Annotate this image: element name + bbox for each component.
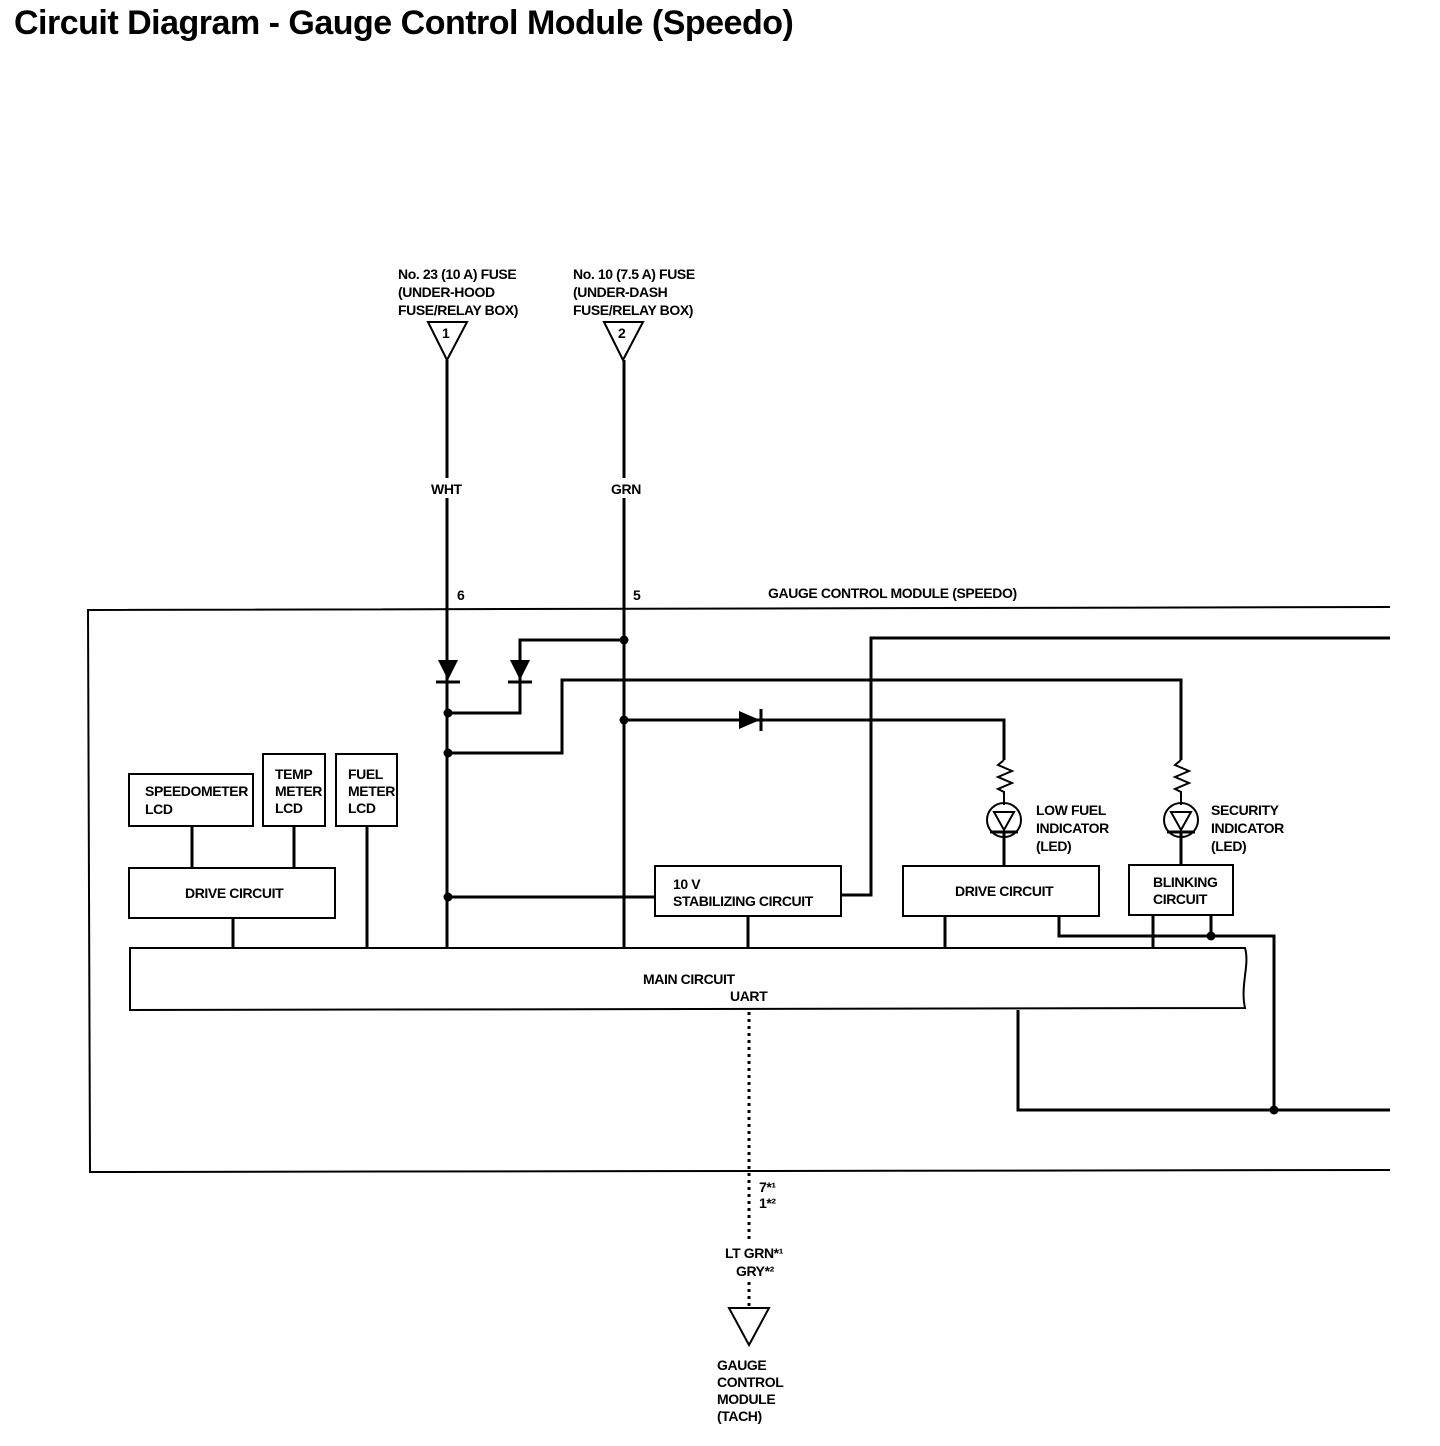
blinking-circuit-line-2: CIRCUIT — [1153, 891, 1208, 907]
fuse-23-line-3: FUSE/RELAY BOX) — [398, 302, 518, 318]
fuse-10-terminal-triangle — [602, 321, 645, 363]
fuse-10-line-3: FUSE/RELAY BOX) — [573, 302, 693, 318]
fuel-meter-lcd-line-3: LCD — [348, 800, 376, 816]
security-led-icon — [1163, 802, 1199, 865]
pin-6-label: 6 — [457, 587, 465, 603]
temp-meter-lcd-line-2: METER — [275, 783, 322, 799]
fuse-23-label: No. 23 (10 A) FUSE (UNDER-HOOD FUSE/RELA… — [398, 266, 518, 318]
low-fuel-indicator-label: LOW FUEL INDICATOR (LED) — [1036, 802, 1110, 854]
uart-label: UART — [730, 988, 768, 1004]
supply-to-security-wire — [447, 678, 1183, 760]
low-fuel-led-icon — [986, 802, 1022, 868]
output-wire-lt-grn: LT GRN*¹ — [725, 1245, 784, 1261]
drive-circuit-left-box — [128, 867, 336, 919]
fuse-10-line-1: No. 10 (7.5 A) FUSE — [573, 266, 695, 282]
main-circuit-box — [129, 947, 1248, 1012]
junction-dot — [443, 708, 453, 718]
grn-wire-color-label: GRN — [611, 481, 641, 497]
wht-wire-color-label: WHT — [431, 481, 463, 497]
stabilizing-circuit-line-1: 10 V — [673, 876, 701, 892]
security-indicator-label: SECURITY INDICATOR (LED) — [1211, 802, 1285, 854]
drive-circuit-left-label: DRIVE CIRCUIT — [185, 885, 284, 901]
page-title: Circuit Diagram - Gauge Control Module (… — [14, 4, 794, 42]
svg-text:(TACH): (TACH) — [717, 1408, 762, 1424]
speedometer-lcd-box — [128, 773, 254, 827]
diode-grn-icon — [510, 660, 530, 680]
svg-text:(LED): (LED) — [1036, 838, 1071, 854]
output-wire-gry: GRY*² — [736, 1263, 775, 1279]
fuse-10-line-2: (UNDER-DASH — [573, 284, 668, 300]
blinking-circuit-line-1: BLINKING — [1153, 874, 1218, 890]
svg-text:SECURITY: SECURITY — [1211, 802, 1280, 818]
svg-text:CONTROL: CONTROL — [717, 1374, 784, 1390]
drive-circuit-signal-wire — [1057, 916, 1276, 1110]
fuse-23-line-1: No. 23 (10 A) FUSE — [398, 266, 516, 282]
speedometer-lcd-line-2: LCD — [145, 801, 173, 817]
svg-text:INDICATOR: INDICATOR — [1036, 820, 1109, 836]
fuel-meter-lcd-line-1: FUEL — [348, 766, 384, 782]
svg-text:(LED): (LED) — [1211, 838, 1246, 854]
fuse-23-line-2: (UNDER-HOOD — [398, 284, 495, 300]
speedometer-lcd-line-1: SPEEDOMETER — [145, 783, 248, 799]
tach-connector-triangle — [727, 1307, 771, 1348]
fuse-10-label: No. 10 (7.5 A) FUSE (UNDER-DASH FUSE/REL… — [573, 266, 695, 318]
svg-text:LOW FUEL: LOW FUEL — [1036, 802, 1107, 818]
fuse-10-terminal-number: 2 — [618, 325, 626, 341]
temp-meter-lcd-line-3: LCD — [275, 800, 303, 816]
output-pin-7: 7*¹ — [759, 1179, 776, 1195]
blinking-circuit-box — [1128, 864, 1234, 916]
resistor-security-icon — [1172, 759, 1192, 805]
diode-wht-icon — [438, 660, 458, 680]
module-outline — [86, 606, 1391, 1174]
resistor-low-fuel-icon — [995, 759, 1015, 805]
diode-low-fuel-icon — [739, 711, 760, 729]
temp-meter-lcd-line-1: TEMP — [275, 766, 312, 782]
stabilizing-circuit-line-2: STABILIZING CIRCUIT — [673, 893, 814, 909]
main-circuit-label: MAIN CIRCUIT — [643, 971, 735, 987]
svg-text:INDICATOR: INDICATOR — [1211, 820, 1284, 836]
fuel-meter-lcd-line-2: METER — [348, 783, 395, 799]
svg-text:GAUGE: GAUGE — [717, 1357, 766, 1373]
stabilizing-circuit-box — [654, 865, 842, 917]
pin-5-label: 5 — [633, 587, 641, 603]
module-label: GAUGE CONTROL MODULE (SPEEDO) — [768, 585, 1017, 601]
destination-label: GAUGE CONTROL MODULE (TACH) — [717, 1357, 785, 1424]
temp-meter-lcd-box — [262, 753, 326, 827]
main-circuit-output-wire — [1016, 1010, 1390, 1112]
drive-circuit-right-label: DRIVE CIRCUIT — [955, 883, 1054, 899]
stabilizer-output-wire — [841, 636, 1390, 897]
svg-text:MODULE: MODULE — [717, 1391, 775, 1407]
grn-to-diode-wire — [518, 638, 624, 682]
output-pin-1: 1*² — [759, 1195, 776, 1211]
fuse-23-terminal-triangle — [426, 321, 469, 363]
fuse-23-terminal-number: 1 — [442, 325, 450, 341]
drive-circuit-right-box — [902, 865, 1100, 917]
supply-to-low-fuel-wire — [624, 718, 1006, 760]
